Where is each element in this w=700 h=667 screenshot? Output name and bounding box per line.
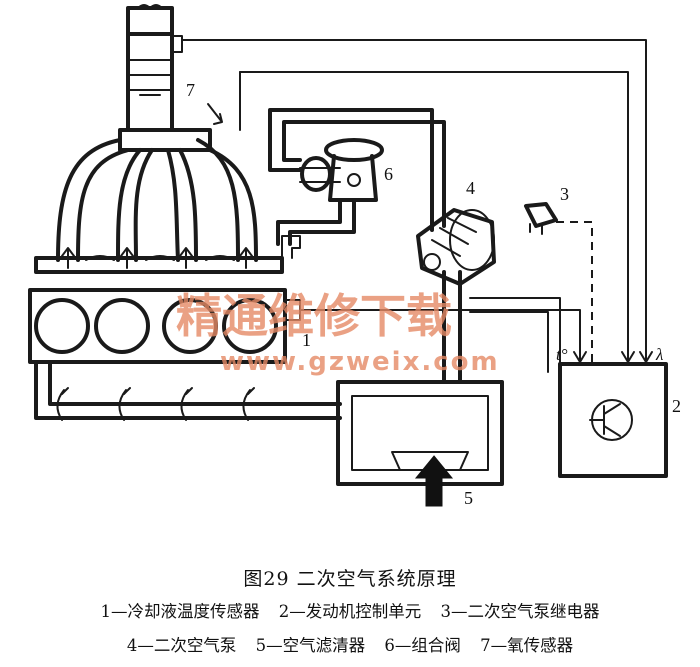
legend-row-2: 4—二次空气泵 5—空气滤清器 6—组合阀 7—氧传感器 xyxy=(0,632,700,656)
figure-title: 图29 二次空气系统原理 xyxy=(243,568,457,590)
secondary-air-system-diagram: 7 6 4 3 1 2 5 t° λ 精通维修下载 www.gzweix.com xyxy=(28,4,681,508)
pump-inlet-pipe xyxy=(442,270,561,384)
lambda-symbol: λ xyxy=(655,345,663,364)
legend-item-6: 6—组合阀 xyxy=(384,636,461,655)
legend-item-5: 5—空气滤清器 xyxy=(255,636,366,655)
watermark-text: 精通维修下载 xyxy=(176,289,452,343)
coolant-sensor-line xyxy=(299,309,581,363)
legend-item-3: 3—二次空气泵继电器 xyxy=(440,602,600,621)
figure-caption: 图29 二次空气系统原理 1—冷却液温度传感器 2—发动机控制单元 3—二次空气… xyxy=(0,560,700,667)
engine-control-unit xyxy=(558,362,668,478)
callout-1: 1 xyxy=(302,330,311,350)
legend-item-4: 4—二次空气泵 xyxy=(126,636,237,655)
valve-to-rail-pipe xyxy=(276,198,356,246)
pump-relay xyxy=(524,202,558,235)
relay-signal-line xyxy=(556,221,593,362)
pump-to-valve-pipe xyxy=(268,108,446,232)
intake-air-arrow xyxy=(414,455,454,507)
callout-5: 5 xyxy=(464,488,473,508)
exhaust-pipe xyxy=(126,4,183,130)
air-injection-rail xyxy=(34,235,301,274)
secondary-air-pump xyxy=(416,208,496,286)
temperature-symbol: t° xyxy=(556,345,568,364)
air-filter-box xyxy=(336,380,504,486)
callout-7: 7 xyxy=(186,80,195,100)
temperature-signal-line xyxy=(239,71,629,363)
legend-item-7: 7—氧传感器 xyxy=(480,636,574,655)
callout-6: 6 xyxy=(384,164,393,184)
callout-2: 2 xyxy=(672,396,681,416)
combination-valve xyxy=(299,138,384,202)
oxygen-sensor-signal-line xyxy=(181,39,647,363)
callout-3: 3 xyxy=(560,184,569,204)
watermark-url: www.gzweix.com xyxy=(220,347,500,377)
engine-block xyxy=(28,288,301,364)
oxygen-sensor-pointer xyxy=(207,103,223,125)
callout-4: 4 xyxy=(466,178,475,198)
legend-item-1: 1—冷却液温度传感器 xyxy=(100,602,260,621)
intake-manifold xyxy=(34,360,342,421)
legend-row-1: 1—冷却液温度传感器 2—发动机控制单元 3—二次空气泵继电器 xyxy=(0,598,700,622)
legend-item-2: 2—发动机控制单元 xyxy=(278,602,422,621)
exhaust-manifold xyxy=(56,128,258,262)
